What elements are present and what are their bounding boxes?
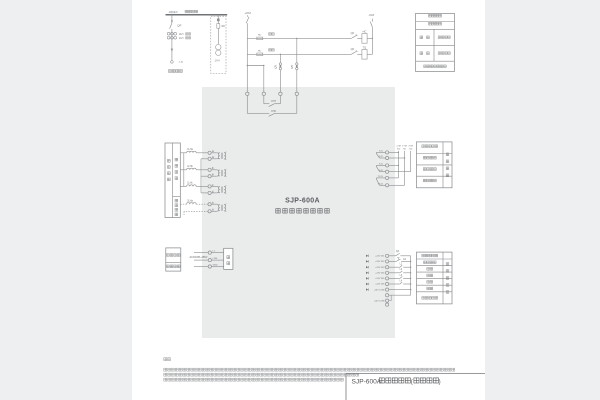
- svg-text:L4: L4: [400, 280, 403, 282]
- svg-text:Ia: Ia: [212, 151, 215, 153]
- svg-text:): ): [439, 380, 441, 386]
- svg-text:+24V DI6: +24V DI6: [375, 284, 385, 286]
- svg-text:Ia': Ia': [212, 157, 215, 159]
- svg-text:SJ2: SJ2: [379, 170, 384, 172]
- svg-text:1YM: 1YM: [402, 146, 407, 148]
- svg-text:SJP-600A: SJP-600A: [285, 197, 320, 204]
- svg-text:Ic: Ic: [212, 185, 215, 187]
- svg-text:+XM: +XM: [396, 146, 401, 148]
- svg-text:TXJ2: TXJ2: [378, 183, 384, 185]
- svg-text:AC/DC85~265V: AC/DC85~265V: [190, 256, 208, 259]
- svg-text:1YH: 1YH: [215, 59, 220, 63]
- svg-text:5: 5: [291, 65, 294, 70]
- svg-text:-24V COM: -24V COM: [374, 300, 385, 302]
- svg-text:SJ1: SJ1: [379, 164, 384, 166]
- svg-text:L2: L2: [400, 269, 403, 271]
- svg-text:YJV: YJV: [179, 62, 184, 64]
- svg-text:+KM: +KM: [245, 11, 252, 15]
- svg-text:FA: FA: [403, 258, 406, 261]
- svg-text:702: 702: [409, 149, 413, 151]
- svg-text:QF: QF: [351, 47, 355, 51]
- svg-text:GND: GND: [213, 265, 218, 267]
- svg-text:Io: Io: [212, 203, 215, 205]
- svg-text:XJ1: XJ1: [379, 151, 384, 153]
- svg-text:Io': Io': [212, 210, 215, 212]
- svg-text:+24V DI4: +24V DI4: [375, 273, 385, 275]
- svg-text:L1: L1: [213, 251, 216, 253]
- svg-text:Ib': Ib': [212, 175, 215, 177]
- svg-text:2YM: 2YM: [408, 146, 413, 148]
- svg-text:+24V DI3: +24V DI3: [375, 267, 385, 269]
- svg-text:L1: L1: [400, 264, 403, 266]
- svg-text:RD: RD: [258, 35, 262, 37]
- svg-text:Ic': Ic': [212, 191, 215, 193]
- svg-text:RD: RD: [258, 51, 262, 53]
- svg-text:1LHa: 1LHa: [187, 149, 193, 151]
- svg-text:QF: QF: [351, 31, 355, 35]
- svg-text:KHT: KHT: [271, 100, 276, 103]
- svg-text:700: 700: [397, 149, 401, 151]
- svg-text:+24V DI1: +24V DI1: [375, 256, 385, 258]
- svg-text:TXJ1: TXJ1: [378, 176, 384, 178]
- svg-text:QF: QF: [396, 250, 400, 253]
- svg-text:+24V DI5: +24V DI5: [375, 278, 385, 280]
- svg-text:Ib: Ib: [212, 168, 215, 170]
- svg-text:+24V DI2: +24V DI2: [375, 261, 385, 263]
- svg-text:2LH: 2LH: [179, 33, 184, 36]
- svg-text:10(6)kV: 10(6)kV: [169, 10, 178, 14]
- svg-text:RD: RD: [222, 26, 226, 28]
- svg-text:TQ: TQ: [363, 45, 367, 49]
- svg-text:-KM: -KM: [369, 13, 375, 17]
- svg-text:1LHb: 1LHb: [187, 166, 193, 168]
- svg-text:1LH: 1LH: [179, 37, 184, 40]
- svg-text:5: 5: [274, 65, 277, 70]
- svg-text:XJ2: XJ2: [379, 156, 384, 158]
- svg-text:HC: HC: [363, 29, 367, 33]
- svg-text:L3: L3: [400, 275, 403, 277]
- svg-text:1LHc: 1LHc: [187, 183, 193, 185]
- svg-text:2LHa: 2LHa: [187, 201, 193, 203]
- svg-text:SJP-600A: SJP-600A: [352, 379, 382, 386]
- svg-text:QF: QF: [177, 23, 181, 27]
- svg-text:KHC: KHC: [271, 110, 276, 113]
- svg-text:701: 701: [403, 149, 407, 151]
- svg-text:L2/N: L2/N: [213, 258, 218, 260]
- svg-text:(: (: [411, 380, 413, 386]
- svg-text:-24V COM: -24V COM: [374, 289, 385, 291]
